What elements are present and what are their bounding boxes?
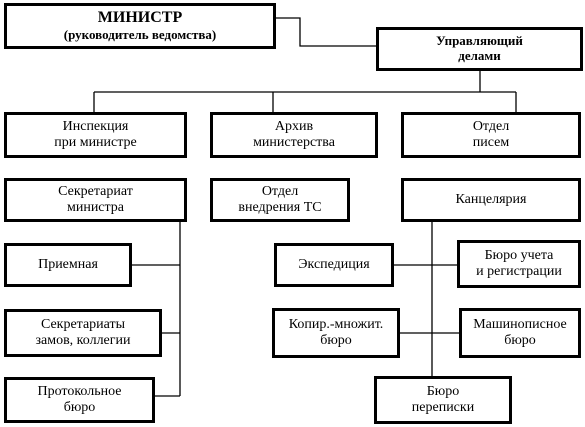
correspondence-bureau-line1: Бюро	[426, 383, 460, 399]
manager-line2: делами	[458, 48, 501, 63]
letters-dept-box: Отдел писем	[401, 112, 581, 158]
minister-subtitle: (руководитель ведомства)	[63, 26, 217, 42]
chancellery-label: Канцелярия	[455, 191, 527, 207]
typing-bureau-line2: бюро	[504, 333, 536, 348]
minister-box: МИНИСТР (руководитель ведомства)	[4, 3, 276, 49]
expedition-label: Экспедиция	[298, 256, 370, 272]
registration-bureau-line2: и регистрации	[476, 264, 562, 279]
deputies-secretariats-line1: Секретариаты	[40, 316, 126, 332]
connector-minister-manager	[276, 17, 376, 47]
manager-line1: Управляющий	[436, 33, 523, 49]
secretariat-box: Секретариат министра	[4, 178, 187, 222]
reception-box: Приемная	[4, 243, 132, 287]
secretariat-line2: министра	[66, 200, 125, 215]
manager-box: Управляющий делами	[376, 27, 583, 71]
copy-bureau-box: Копир.-множит. бюро	[272, 308, 400, 358]
protocol-bureau-line1: Протокольное	[37, 383, 122, 399]
reception-label: Приемная	[38, 256, 98, 272]
typing-bureau-box: Машинописное бюро	[459, 308, 581, 358]
secretariat-line1: Секретариат	[58, 183, 133, 199]
registration-bureau-box: Бюро учета и регистрации	[457, 240, 581, 288]
typing-bureau-line1: Машинописное	[473, 316, 567, 332]
deputies-secretariats-box: Секретариаты замов, коллегии	[4, 309, 162, 357]
copy-bureau-line2: бюро	[320, 333, 352, 348]
tc-dept-box: Отдел внедрения ТС	[210, 178, 350, 222]
archive-line1: Архив	[274, 118, 314, 134]
inspection-box: Инспекция при министре	[4, 112, 187, 158]
inspection-line2: при министре	[54, 135, 137, 150]
registration-bureau-line1: Бюро учета	[484, 247, 554, 263]
letters-dept-line1: Отдел	[472, 118, 510, 134]
correspondence-bureau-box: Бюро переписки	[374, 376, 512, 424]
chancellery-box: Канцелярия	[401, 178, 581, 222]
copy-bureau-line1: Копир.-множит.	[288, 316, 384, 332]
correspondence-bureau-line2: переписки	[411, 400, 475, 415]
minister-title: МИНИСТР	[97, 9, 183, 27]
protocol-bureau-box: Протокольное бюро	[4, 377, 155, 423]
letters-dept-line2: писем	[472, 135, 510, 150]
inspection-line1: Инспекция	[62, 118, 129, 134]
archive-line2: министерства	[253, 135, 335, 150]
tc-dept-line1: Отдел	[261, 183, 299, 199]
archive-box: Архив министерства	[210, 112, 378, 158]
tc-dept-line2: внедрения ТС	[238, 200, 322, 215]
expedition-box: Экспедиция	[274, 243, 394, 287]
protocol-bureau-line2: бюро	[63, 400, 96, 415]
deputies-secretariats-line2: замов, коллегии	[35, 333, 131, 348]
